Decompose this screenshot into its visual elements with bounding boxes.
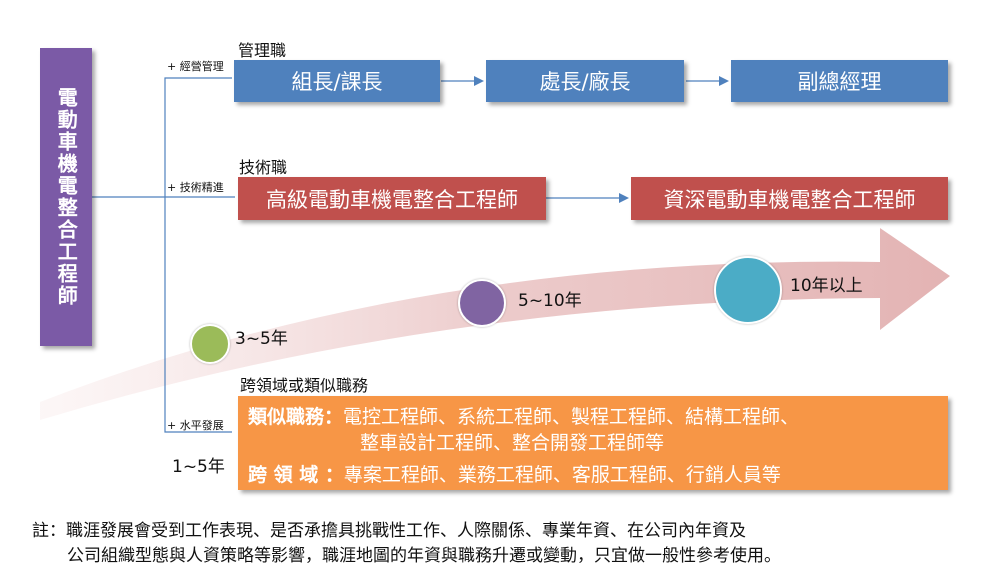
timeline-dot-3	[714, 256, 782, 324]
related-jobs-box: 類似職務：電控工程師、系統工程師、製程工程師、結構工程師、 整車設計工程師、整合…	[238, 396, 948, 490]
cross-domain-text: 專案工程師、業務工程師、客服工程師、行銷人員等	[343, 464, 781, 486]
career-title-box: 電動車機電整合工程師	[40, 48, 92, 346]
management-title: 管理職	[238, 41, 287, 60]
step-senior-engineer: 高級電動車機電整合工程師	[238, 177, 546, 220]
horizontal-title: 跨領域或類似職務	[240, 376, 369, 395]
similar-jobs-line2: 整車設計工程師、整合開發工程師等	[360, 432, 665, 454]
horizontal-tag: + 水平發展	[167, 419, 224, 432]
technical-title: 技術職	[239, 158, 288, 177]
management-tag: + 經營管理	[167, 60, 224, 73]
step-group-leader: 組長/課長	[234, 60, 440, 102]
timeline-dot-1	[190, 324, 230, 364]
similar-jobs-line1: 電控工程師、系統工程師、製程工程師、結構工程師、	[343, 406, 800, 428]
step-vice-president: 副總經理	[731, 60, 948, 102]
timeline-dot-2	[458, 279, 506, 327]
horizontal-years: 1~5年	[172, 457, 225, 477]
step-principal-engineer: 資深電動車機電整合工程師	[631, 177, 948, 220]
step-director: 處長/廠長	[486, 60, 684, 102]
cross-domain-heading: 跨 領 域 ：	[248, 464, 344, 486]
growth-arrow	[40, 228, 950, 420]
career-title: 電動車機電整合工程師	[54, 87, 79, 307]
note-line-2: 公司組織型態與人資策略等影響，職涯地圖的年資與職務升遷或變動，只宜做一般性參考使…	[67, 546, 781, 566]
timeline-label-2: 5~10年	[518, 291, 582, 311]
technical-tag: + 技術精進	[167, 181, 224, 194]
timeline-label-1: 3~5年	[235, 329, 288, 349]
note-line-1: 註：職涯發展會受到工作表現、是否承擔具挑戰性工作、人際關係、專業年資、在公司內年…	[32, 521, 746, 541]
timeline-label-3: 10年以上	[790, 276, 863, 296]
similar-jobs-heading: 類似職務：	[248, 406, 344, 428]
